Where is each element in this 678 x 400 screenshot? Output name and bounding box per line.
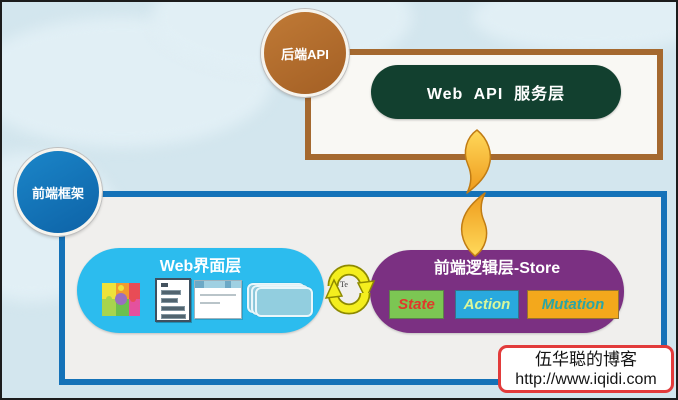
document-icon	[155, 278, 191, 322]
browser-window-icon	[194, 280, 242, 319]
web-ui-layer: Web界面层	[77, 248, 324, 333]
backend-api-badge-label: 后端API	[281, 46, 329, 62]
flame-down-icon	[460, 192, 488, 257]
watermark: 伍华聪的博客 http://www.iqidi.com	[498, 345, 674, 393]
puzzle-icon	[102, 283, 140, 316]
store-mutation-box: Mutation	[527, 290, 619, 319]
cycle-arrow-label: Te	[340, 280, 348, 289]
web-api-service-layer-label: Web API 服务层	[426, 86, 566, 103]
frontend-framework-badge-label: 前端框架	[31, 185, 84, 201]
data-flow-flame-arrows	[460, 129, 492, 257]
web-ui-layer-title: Web界面层	[159, 258, 242, 275]
backend-api-badge: 后端API	[261, 9, 349, 97]
flame-up-icon	[464, 129, 492, 194]
store-layer-title: 前端逻辑层-Store	[433, 260, 561, 277]
watermark-url: http://www.iqidi.com	[515, 370, 657, 388]
store-layer: 前端逻辑层-Store State Action Mutation	[370, 250, 624, 333]
store-action-box: Action	[455, 290, 519, 319]
cloud-shape	[472, 2, 676, 52]
stacked-cards-icon	[247, 283, 313, 317]
watermark-blog-name: 伍华聪的博客	[535, 349, 637, 369]
store-state-box: State	[389, 290, 444, 319]
frontend-framework-badge: 前端框架	[14, 148, 102, 236]
cycle-arrows-icon	[324, 264, 376, 315]
web-api-service-layer: Web API 服务层	[371, 65, 621, 119]
